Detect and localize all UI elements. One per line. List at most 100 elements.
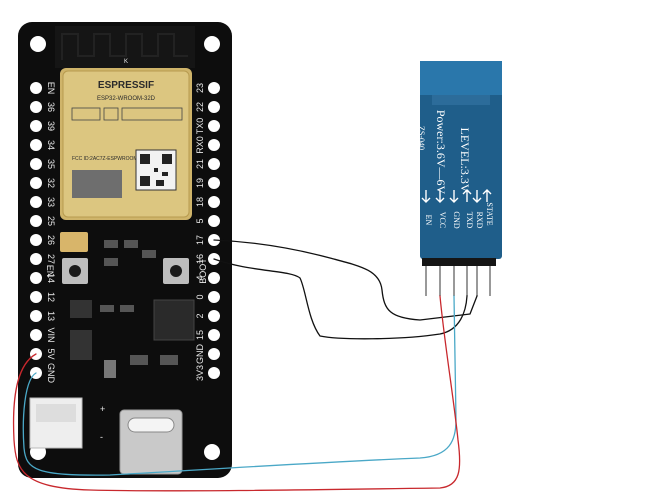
pin-label: VIN <box>46 327 56 342</box>
pin-label: 5 <box>195 218 205 223</box>
pin-label: 19 <box>195 178 205 188</box>
bt-pin-label: VCC <box>438 212 447 228</box>
pin-label: 3V3 <box>195 365 205 381</box>
boot-button-cap <box>170 265 182 277</box>
en-button-cap <box>69 265 81 277</box>
arrow-down-icon <box>421 190 431 203</box>
pin-label: 22 <box>195 102 205 112</box>
bt-header <box>422 258 496 266</box>
wires <box>12 239 478 492</box>
pin-hole <box>208 101 220 113</box>
bluetooth-module: ZS-040 Power:3.6V—6V LEVEL:3.3V STATE RX… <box>417 61 502 296</box>
pin-label: 12 <box>46 292 56 302</box>
bt-antenna-area <box>420 61 502 95</box>
pin-label: 25 <box>46 216 56 226</box>
svg-text:K: K <box>124 59 128 65</box>
pin-label: 16 <box>195 254 205 264</box>
pin-hole <box>208 291 220 303</box>
bt-pin-label: GND <box>452 211 461 229</box>
pin-hole <box>30 82 42 94</box>
cert-mark-icon <box>121 107 183 121</box>
en-button-label: EN <box>45 265 55 278</box>
pin-hole <box>30 196 42 208</box>
pin-hole <box>208 367 220 379</box>
pin-hole <box>30 253 42 265</box>
pin-label: 27 <box>46 254 56 264</box>
right-pin-header <box>208 82 220 379</box>
bt-pin-label: RXD <box>475 212 484 229</box>
pin-label: 36 <box>46 102 56 112</box>
bt-model-label: ZS-040 <box>417 126 426 150</box>
pin-hole <box>208 272 220 284</box>
boot-button-label: BOOT <box>198 258 208 284</box>
pin-hole <box>208 139 220 151</box>
ce-mark-icon <box>103 107 119 121</box>
battery-plus-label: + <box>100 404 105 414</box>
pin-hole <box>30 177 42 189</box>
pin-label: TX0 <box>195 118 205 135</box>
bt-pin-label: TXD <box>465 212 474 229</box>
module-brand: ESPRESSIF <box>98 80 154 91</box>
bt-power-label: Power:3.6V—6V <box>434 110 448 195</box>
bt-pin-label: EN <box>424 215 433 226</box>
pin-hole <box>208 82 220 94</box>
pin-label: 26 <box>46 235 56 245</box>
pin-label: 0 <box>195 294 205 299</box>
pin-label: 5V <box>46 348 56 359</box>
arrow-up-icon <box>462 189 472 202</box>
pin-hole <box>30 120 42 132</box>
mounting-hole-icon <box>204 444 220 460</box>
arrow-down-icon <box>449 190 459 203</box>
antenna-trace <box>61 33 188 60</box>
wire-gnd-to-gnd <box>22 295 457 476</box>
pin-hole <box>30 101 42 113</box>
bt-board <box>420 61 502 259</box>
pin-hole <box>30 215 42 227</box>
module-fcc: FCC ID:2AC7Z-ESPWROOM32D <box>72 156 147 162</box>
esp32-board: ESPRESSIF ESP32-WROOM-32D FCC ID:2AC7Z-E… <box>18 22 232 478</box>
pin-hole <box>208 158 220 170</box>
pin-hole <box>208 329 220 341</box>
arrow-down-icon <box>472 190 482 203</box>
pin-hole <box>208 177 220 189</box>
left-pin-labels: EN 36 39 34 35 32 33 25 26 27 14 12 13 V… <box>46 82 56 384</box>
pin-hole <box>30 139 42 151</box>
pin-hole <box>30 158 42 170</box>
pin-label: 18 <box>195 197 205 207</box>
pin-hole <box>30 234 42 246</box>
battery-minus-label: - <box>100 432 103 442</box>
pin-label: 33 <box>46 197 56 207</box>
pin-label: RX0 <box>195 136 205 154</box>
pin-hole <box>208 120 220 132</box>
usb-c-opening <box>127 417 175 433</box>
pin-hole <box>30 310 42 322</box>
pin-label: 32 <box>46 178 56 188</box>
pin-label: 2 <box>195 313 205 318</box>
pin-hole <box>30 272 42 284</box>
arrow-up-icon <box>482 189 492 202</box>
capacitor <box>60 232 88 252</box>
wire-rx-to-txd <box>213 258 468 340</box>
pin-label: 4 <box>195 275 205 280</box>
pin-label: 39 <box>46 121 56 131</box>
module-model: ESP32-WROOM-32D <box>97 96 156 102</box>
pin-label: GND <box>46 363 56 384</box>
mounting-hole-icon <box>204 36 220 52</box>
wire-tx-to-rxd <box>213 239 478 321</box>
right-pin-labels: 23 22 TX0 RX0 21 19 18 5 17 16 4 0 2 15 … <box>195 83 205 381</box>
pin-label: GND <box>195 344 205 365</box>
module-label <box>72 170 122 198</box>
pin-label: 23 <box>195 83 205 93</box>
pin-label: EN <box>46 82 56 95</box>
pin-label: 35 <box>46 159 56 169</box>
pin-label: 17 <box>195 235 205 245</box>
pin-hole <box>30 329 42 341</box>
bt-level-label: LEVEL:3.3V <box>458 128 472 193</box>
usb-serial-chip <box>153 299 195 341</box>
pin-label: 15 <box>195 330 205 340</box>
pin-hole <box>208 196 220 208</box>
bt-pin-label: STATE <box>485 202 494 225</box>
pin-label: 34 <box>46 140 56 150</box>
